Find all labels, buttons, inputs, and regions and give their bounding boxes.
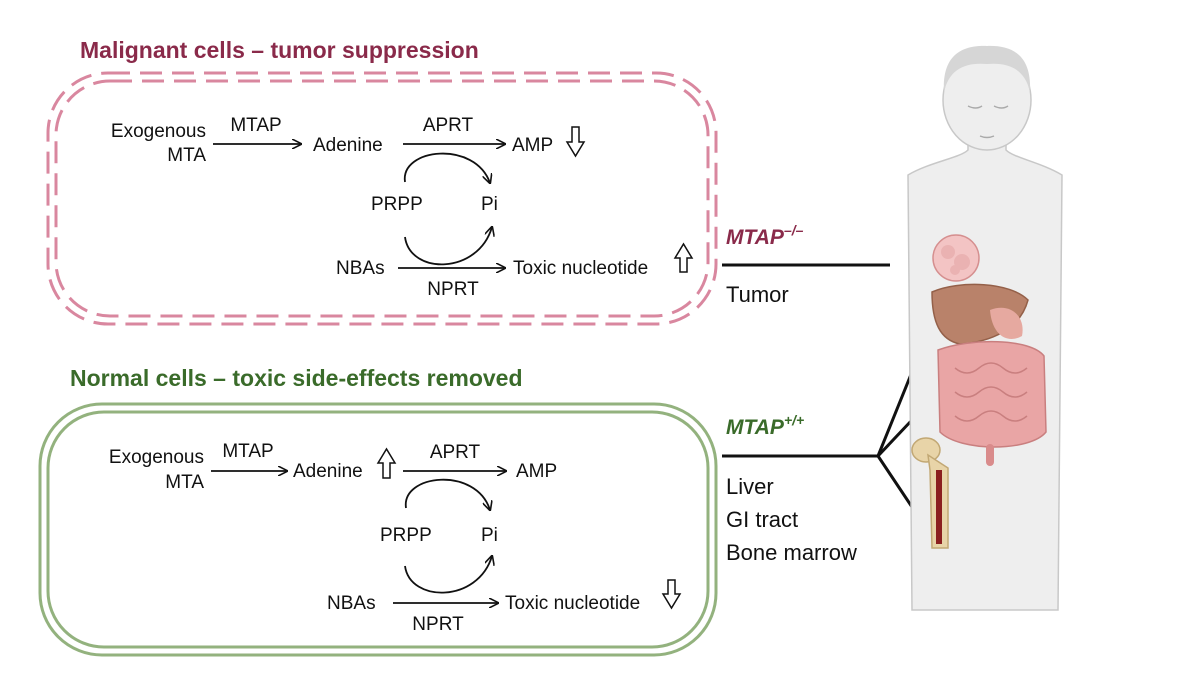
normal-genotype-label: MTAP+/+ [726,412,804,439]
mal-nprt-enzyme: NPRT [427,279,479,300]
mal-toxic-label: Toxic nucleotide [513,258,648,279]
mal-pi-label: Pi [481,194,498,215]
nor-nprt-enzyme: NPRT [412,614,464,635]
nor-mta-label: MTA [165,472,204,493]
nor-prpp-to-pi-curve [405,478,490,510]
tissue-connector-fork [722,371,914,508]
mal-mta-label: MTA [167,145,206,166]
mal-exogenous-label: Exogenous [111,121,206,142]
mal-toxic-up-arrow [673,242,694,273]
nor-pi-label: Pi [481,525,498,546]
nor-exogenous-label: Exogenous [109,447,204,468]
mal-prpp-to-pi-lower-curve [404,227,492,266]
mal-amp-label: AMP [512,135,553,156]
normal-title: Normal cells – toxic side-effects remove… [70,365,523,391]
mal-prpp-label: PRPP [371,194,423,215]
tissue-gi-tract: GI tract [726,507,798,532]
mal-amp-down-arrow [565,126,586,158]
mal-mtap-enzyme: MTAP [230,115,281,136]
tissue-liver: Liver [726,474,774,499]
nor-prpp-to-pi-lower-curve [404,556,492,594]
nor-prpp-label: PRPP [380,525,432,546]
nor-amp-label: AMP [516,461,557,482]
nor-toxic-label: Toxic nucleotide [505,593,640,614]
nor-nbas-label: NBAs [327,593,376,614]
mal-nbas-label: NBAs [336,258,385,279]
malignant-cell-border [46,71,718,326]
tumor-genotype-label: MTAP–/– [726,222,804,249]
nor-mtap-enzyme: MTAP [222,441,273,462]
mal-aprt-enzyme: APRT [423,115,474,136]
nor-adenine-up-arrow [376,447,397,479]
mal-prpp-to-pi-curve [404,152,490,183]
mal-adenine-label: Adenine [313,135,383,156]
nor-adenine-label: Adenine [293,461,363,482]
nor-aprt-enzyme: APRT [430,442,481,463]
femur-bone-illustration [911,437,949,549]
nor-toxic-down-arrow [661,579,682,610]
malignant-title: Malignant cells – tumor suppression [80,37,479,63]
normal-cell-border [38,402,718,657]
gi-tract-illustration [937,340,1047,466]
liver-illustration [931,283,1029,345]
tumor-label: Tumor [726,282,789,307]
tissue-bone-marrow: Bone marrow [726,540,857,565]
tumor-mass-illustration [932,234,980,282]
